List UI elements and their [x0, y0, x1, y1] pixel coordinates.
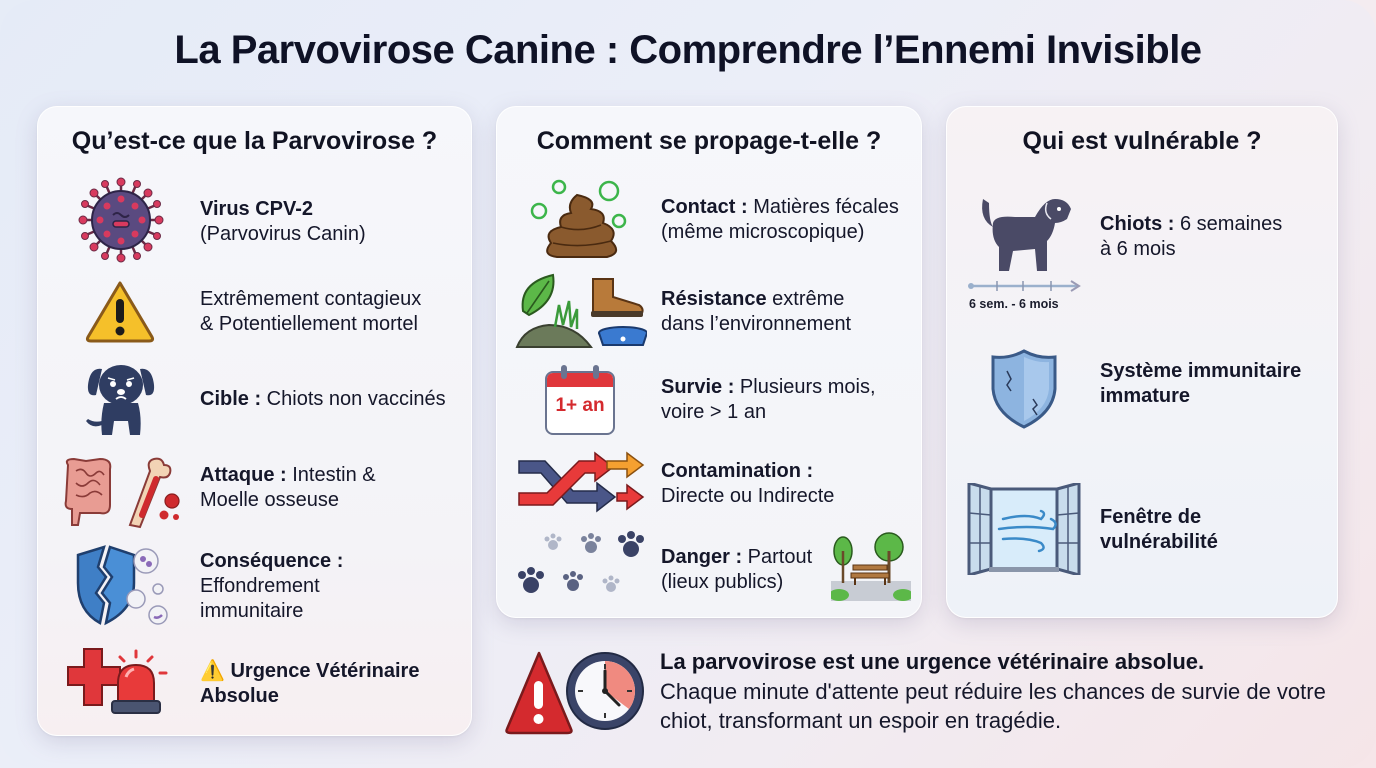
broken-shield-cells-icon: [76, 545, 168, 626]
banner-body: Chaque minute d'attente peut réduire les…: [660, 679, 1326, 733]
item-bold: Cible :: [200, 388, 262, 410]
item-bold: Survie :: [661, 376, 735, 398]
item-bold: Fenêtre de: [1100, 506, 1202, 528]
calendar-label: 1+ an: [555, 395, 605, 416]
feces-biohazard-icon: [530, 179, 627, 258]
calendar-icon: 1+ an: [545, 365, 615, 437]
item-bold: Attaque :: [200, 464, 287, 486]
item-line: à 6 mois: [1100, 238, 1176, 260]
item-rest: extrême: [766, 288, 845, 310]
item-bold: Résistance: [661, 288, 767, 310]
item-bold: Virus CPV-2: [200, 198, 314, 220]
item-line: immunitaire: [200, 600, 304, 622]
alert-clock-icon: [505, 651, 644, 735]
item-immune-text: Système immunitaire immature: [1100, 359, 1301, 409]
item-virus-text: Virus CPV-2 (Parvovirus Canin): [200, 197, 366, 247]
card-heading: Qu’est-ce que la Parvovirose ?: [71, 127, 438, 155]
item-urgency-text: ⚠️ Urgence Vétérinaire Absolue: [200, 659, 419, 709]
item-contamination-text: Contamination : Directe ou Indirecte: [661, 459, 834, 509]
puppy-icon: [982, 199, 1071, 271]
item-line: dans l’environnement: [661, 313, 852, 335]
item-attack-text: Attaque : Intestin & Moelle osseuse: [200, 463, 376, 513]
item-rest: Partout: [742, 546, 813, 568]
sad-puppy-icon: [86, 365, 155, 435]
item-line: (même microscopique): [661, 221, 865, 243]
environment-objects-icon: [515, 273, 647, 348]
item-rest: Plusieurs mois,: [734, 376, 876, 398]
item-danger-text: Danger : Partout (lieux publics): [661, 545, 812, 595]
item-rest: Matières fécales: [747, 196, 899, 218]
item-bold: Système immunitaire: [1100, 360, 1302, 382]
item-bold: immature: [1100, 385, 1191, 407]
item-resistance-text: Résistance extrême dans l’environnement: [661, 287, 851, 337]
intestine-bone-icon: [64, 457, 180, 529]
card-heading: Comment se propage-t-elle ?: [536, 127, 882, 155]
item-line: & Potentiellement mortel: [200, 313, 418, 335]
warning-emoji-icon: ⚠️: [200, 660, 225, 682]
item-bold: Urgence Vétérinaire: [230, 660, 420, 682]
virus-icon: [78, 177, 164, 263]
item-bold: Danger :: [661, 546, 743, 568]
item-window-text: Fenêtre de vulnérabilité: [1100, 505, 1218, 555]
item-line: (lieux publics): [661, 571, 784, 593]
warning-triangle-icon: [85, 281, 155, 343]
item-bold: Absolue: [200, 685, 279, 707]
item-rest: 6 semaines: [1174, 213, 1283, 235]
card-vulnerable: Qui est vulnérable ? 6 sem. - 6 mois Chi…: [946, 106, 1338, 618]
item-line: voire > 1 an: [661, 401, 767, 423]
item-consequence-text: Conséquence : Effondrement immunitaire: [200, 549, 343, 624]
page-title: La Parvovirose Canine : Comprendre l’Enn…: [174, 28, 1202, 72]
item-bold: vulnérabilité: [1100, 531, 1218, 553]
crossing-arrows-icon: [518, 451, 645, 513]
card-what-is-parvo: Qu’est-ce que la Parvovirose ? Virus CPV…: [37, 106, 472, 736]
item-rest: Chiots non vaccinés: [261, 388, 446, 410]
open-window-icon: [967, 483, 1081, 575]
item-contact-text: Contact : Matières fécales (même microsc…: [661, 195, 899, 245]
item-rest: Intestin &: [286, 464, 376, 486]
item-puppies-text: Chiots : 6 semaines à 6 mois: [1100, 212, 1282, 262]
item-contagious-text: Extrêmement contagieux & Potentiellement…: [200, 287, 421, 337]
item-line: Directe ou Indirecte: [661, 485, 835, 507]
item-bold: Contact :: [661, 196, 748, 218]
paw-prints-icon: [518, 531, 644, 593]
item-bold: Chiots :: [1100, 213, 1175, 235]
item-line: (Parvovirus Canin): [200, 223, 366, 245]
cracked-shield-icon: [991, 349, 1057, 429]
card-heading: Qui est vulnérable ?: [1022, 127, 1262, 155]
item-line: Effondrement: [200, 575, 320, 597]
item-bold: Contamination :: [661, 460, 814, 482]
item-line: Extrêmement contagieux: [200, 288, 422, 310]
item-survival-text: Survie : Plusieurs mois, voire > 1 an: [661, 375, 876, 425]
item-bold: Conséquence :: [200, 550, 344, 572]
card-propagation: Comment se propage-t-elle ? Contact : Ma…: [496, 106, 922, 618]
age-timeline-icon: [968, 280, 1081, 292]
park-bench-icon: [831, 532, 911, 601]
urgency-banner: La parvovirose est une urgence vétérinai…: [505, 645, 1345, 745]
banner-headline: La parvovirose est une urgence vétérinai…: [660, 649, 1205, 674]
item-line: Moelle osseuse: [200, 489, 339, 511]
age-timeline-label: 6 sem. - 6 mois: [969, 297, 1059, 311]
medical-siren-icon: [67, 648, 168, 714]
item-target-text: Cible : Chiots non vaccinés: [200, 387, 446, 412]
